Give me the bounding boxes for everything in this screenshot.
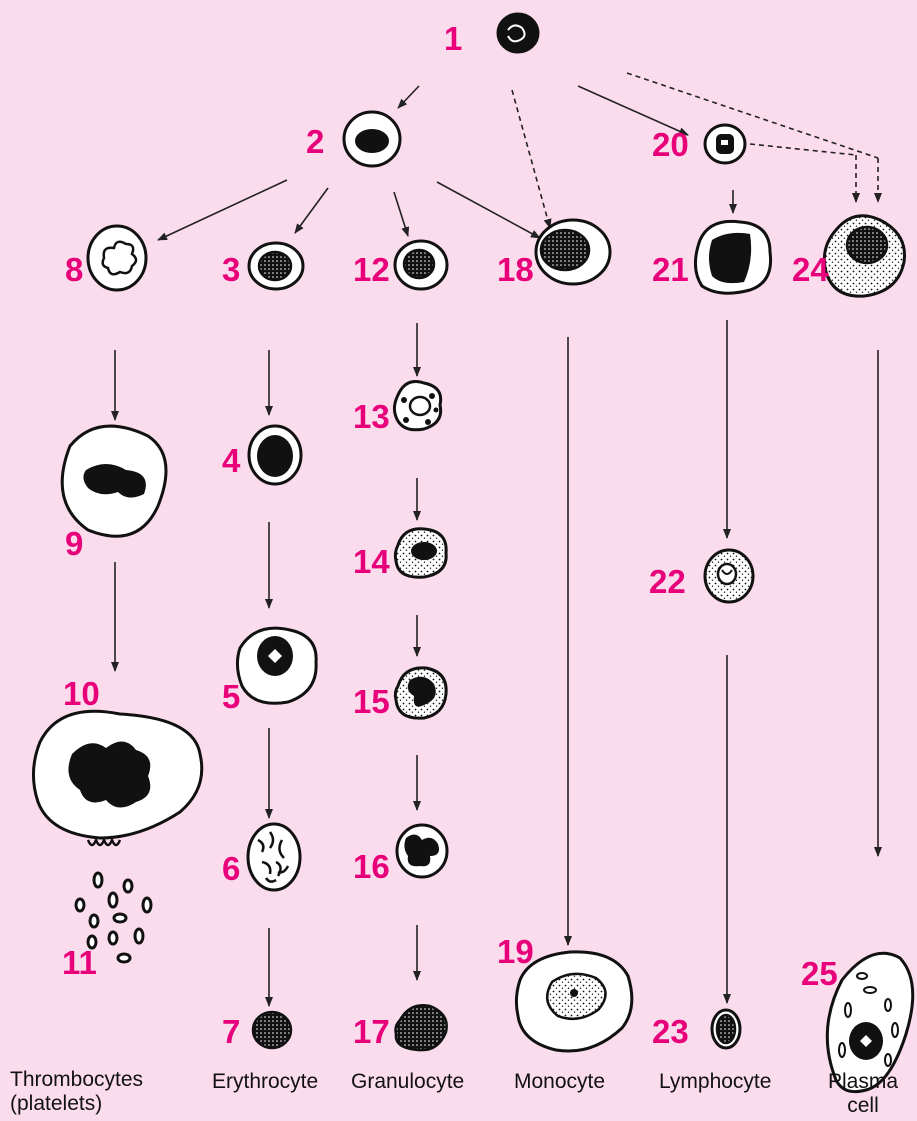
stage-number-6: 6 xyxy=(222,852,240,885)
stage-number-24: 24 xyxy=(792,253,829,286)
label-thrombocytes-line1: Thrombocytes xyxy=(10,1068,143,1092)
stage-number-1: 1 xyxy=(444,22,462,55)
stage-number-23: 23 xyxy=(652,1015,689,1048)
cell-6 xyxy=(248,824,300,890)
cell-17 xyxy=(396,1005,447,1050)
stage-number-7: 7 xyxy=(222,1015,240,1048)
cell-15 xyxy=(395,668,446,718)
stage-number-14: 14 xyxy=(353,545,390,578)
label-erythrocyte: Erythrocyte xyxy=(212,1070,318,1094)
stage-number-17: 17 xyxy=(353,1015,390,1048)
cell-18 xyxy=(536,220,610,284)
cell-9 xyxy=(62,426,166,536)
cell-7 xyxy=(253,1012,291,1048)
stage-number-12: 12 xyxy=(353,253,390,286)
stage-number-16: 16 xyxy=(353,850,390,883)
stage-number-20: 20 xyxy=(652,128,689,161)
label-monocyte: Monocyte xyxy=(514,1070,605,1094)
label-thrombocytes: Thrombocytes (platelets) xyxy=(10,1068,143,1116)
cell-23 xyxy=(712,1010,740,1048)
stage-number-22: 22 xyxy=(649,565,686,598)
cell-12 xyxy=(395,241,447,289)
stage-number-2: 2 xyxy=(306,125,324,158)
label-plasma-cell: Plasma cell xyxy=(818,1070,908,1118)
label-thrombocytes-line2: (platelets) xyxy=(10,1092,143,1116)
label-granulocyte: Granulocyte xyxy=(351,1070,464,1094)
cell-20 xyxy=(705,125,745,163)
cell-24 xyxy=(824,216,904,296)
label-lymphocyte: Lymphocyte xyxy=(659,1070,771,1094)
cell-22 xyxy=(705,550,753,602)
cell-3 xyxy=(249,243,303,289)
label-plasma-line1: Plasma xyxy=(818,1070,908,1094)
stage-number-13: 13 xyxy=(353,400,390,433)
cell-16 xyxy=(397,825,447,877)
stage-number-21: 21 xyxy=(652,253,689,286)
cell-13 xyxy=(394,382,440,430)
stage-number-4: 4 xyxy=(222,444,240,477)
stage-number-3: 3 xyxy=(222,253,240,286)
cell-5 xyxy=(237,628,316,703)
stage-number-10: 10 xyxy=(63,677,100,710)
label-plasma-line2: cell xyxy=(818,1094,908,1118)
stage-number-11: 11 xyxy=(62,946,97,979)
stage-number-18: 18 xyxy=(497,253,534,286)
cell-2 xyxy=(344,112,400,166)
stage-number-8: 8 xyxy=(65,253,83,286)
cell-4 xyxy=(249,426,301,484)
stage-number-9: 9 xyxy=(65,527,83,560)
stage-number-5: 5 xyxy=(222,680,240,713)
cell-21 xyxy=(695,221,770,293)
stage-number-19: 19 xyxy=(497,935,534,968)
cell-8 xyxy=(88,226,146,290)
cell-14 xyxy=(395,529,446,577)
stage-number-25: 25 xyxy=(801,957,838,990)
stage-number-15: 15 xyxy=(353,685,390,718)
cell-10 xyxy=(33,711,201,845)
cell-1-stem-cell xyxy=(498,14,538,52)
